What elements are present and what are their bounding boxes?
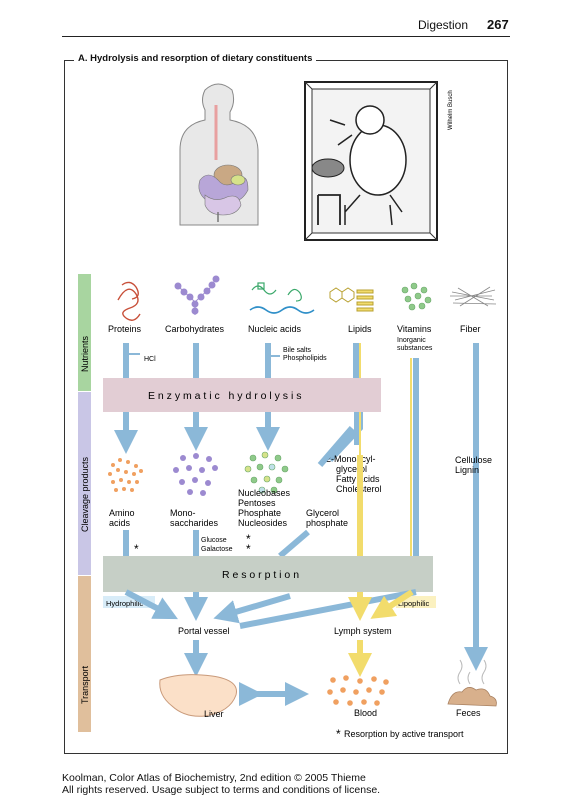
- nutrient-arrows: [123, 343, 488, 671]
- fiber-strands-icon: [450, 286, 497, 307]
- protein-chain-icon: [117, 281, 141, 321]
- lignin-label: Lignin: [455, 465, 479, 475]
- liver-illustration: [159, 674, 237, 717]
- amino-label-2: acids: [109, 518, 131, 528]
- cleavage-band-label: Cleavage products: [80, 456, 90, 532]
- proteins-label: Proteins: [108, 324, 142, 334]
- portal-vessel-label: Portal vessel: [178, 626, 230, 636]
- lipids-label: Lipids: [348, 324, 372, 334]
- footer-line-1: Koolman, Color Atlas of Biochemistry, 2n…: [62, 772, 366, 784]
- feces-label: Feces: [456, 708, 481, 718]
- feces-illustration: [447, 687, 497, 707]
- nucleobase-dots-icon: [244, 451, 289, 494]
- note-asterisk: *: [336, 727, 341, 741]
- fiber-label: Fiber: [460, 324, 481, 334]
- glycerol-label-2: phosphate: [306, 518, 348, 528]
- resorption-label: R e s o r p t i o n: [222, 569, 299, 581]
- hcl-label: HCl: [144, 356, 156, 363]
- transport-band-label: Transport: [80, 665, 90, 704]
- odor-lines: [457, 659, 487, 685]
- page-number: 267: [487, 17, 509, 32]
- monosaccharide-dots-icon: [173, 453, 218, 496]
- mono-label-1: Mono-: [170, 508, 196, 518]
- carbohydrates-label: Carbohydrates: [165, 324, 225, 334]
- inorganic-label-1: Inorganic: [397, 337, 426, 344]
- nucleic-acids-label: Nucleic acids: [248, 324, 302, 334]
- mono-label-2: saccharides: [170, 518, 219, 528]
- note-label: Resorption by active transport: [344, 729, 464, 739]
- resorption-box: [103, 556, 433, 592]
- asterisk-amino: *: [134, 542, 139, 556]
- amino-label-1: Amino: [109, 508, 135, 518]
- nutrients-band: [78, 274, 91, 391]
- vitamin-dots-icon: [401, 282, 432, 311]
- cleavage-band: [78, 392, 91, 575]
- human-body-illustration: [179, 83, 259, 226]
- footer-line-2: All rights reserved. Usage subject to te…: [62, 784, 381, 796]
- lymph-system-label: Lymph system: [334, 626, 392, 636]
- inorganic-label-2: substances: [397, 345, 433, 352]
- nucleo-label-3: Phosphate: [238, 508, 281, 518]
- amino-acid-dots-icon: [108, 458, 143, 492]
- asterisk-galactose: *: [246, 542, 251, 556]
- glycerol-label-1: Glycerol: [306, 508, 339, 518]
- hydrolysis-arrows: [114, 412, 363, 463]
- carbohydrate-branch-icon: [174, 275, 220, 315]
- transport-band: [78, 576, 91, 732]
- blood-label: Blood: [354, 708, 377, 718]
- hydrolysis-label: E n z y m a t i c h y d r o l y s i s: [148, 390, 301, 402]
- cellulose-label: Cellulose: [455, 455, 492, 465]
- galactose-label: Galactose: [201, 546, 233, 553]
- header-rule: [62, 36, 510, 37]
- glucose-label: Glucose: [201, 537, 227, 544]
- nucleic-acid-icon: [249, 282, 315, 314]
- vitamins-label: Vitamins: [397, 324, 432, 334]
- lymph-arrows: [348, 589, 414, 677]
- asterisk-glucose: *: [246, 532, 251, 546]
- running-head-title: Digestion: [418, 18, 469, 32]
- busch-cartoon-illustration: [304, 81, 438, 241]
- lipid-structure-icon: [329, 287, 374, 312]
- lipophilic-label: Lipophilic: [398, 599, 430, 608]
- nucleo-label-4: Nucleosides: [238, 518, 288, 528]
- lipid-product-label-1: 2-Monoacyl-: [326, 454, 376, 464]
- nutrients-band-label: Nutrients: [80, 335, 90, 372]
- lipid-product-label-2: glycerol: [336, 464, 367, 474]
- nucleo-label-2: Pentoses: [238, 498, 276, 508]
- phospholipids-label: Phospholipids: [283, 355, 327, 362]
- blood-dots-icon: [327, 675, 389, 706]
- cleavage-arrows: [123, 426, 355, 559]
- copyright-footer: Koolman, Color Atlas of Biochemistry, 2n…: [62, 772, 380, 796]
- hydrophilic-label: Hydrophilic: [106, 599, 143, 608]
- hydrolysis-box: [103, 378, 381, 412]
- section-title: A. Hydrolysis and resorption of dietary …: [74, 53, 317, 64]
- bile-salts-label: Bile salts: [283, 347, 312, 354]
- liver-label: Liver: [204, 709, 224, 719]
- nucleo-label-1: Nucleobases: [238, 488, 291, 498]
- illustration-credit: Wilhelm Busch: [448, 90, 454, 130]
